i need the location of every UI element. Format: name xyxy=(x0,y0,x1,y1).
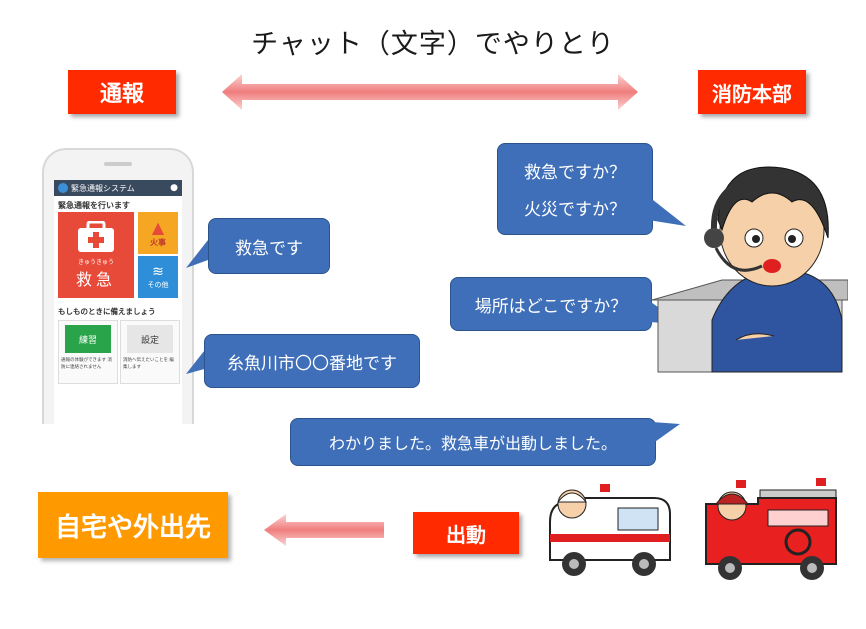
settings-button[interactable]: 設定 xyxy=(127,325,173,353)
prep-heading: もしものときに備えましょう xyxy=(58,307,156,316)
other-tile[interactable]: ≋ その他 xyxy=(138,256,178,298)
dispatcher-bubble-1: 救急ですか？ 火災ですか？ xyxy=(497,143,653,235)
ambulance-tile-label: 救急 xyxy=(75,269,116,289)
first-aid-kit-icon xyxy=(78,220,114,252)
phone-screen: 緊急通報システム ● 緊急通報を行います きゅうきゅう 救急 ▲ 火事 ≋ その… xyxy=(54,180,182,424)
practice-card[interactable]: 練習 通報の体験ができます 消防に連絡されません xyxy=(58,320,118,384)
flood-icon: ≋ xyxy=(152,264,164,280)
dispatcher-operator-illustration xyxy=(652,166,848,373)
phone-speaker xyxy=(104,162,132,166)
fire-tile-label: 火事 xyxy=(150,238,166,247)
shobo-honbu-label: 消防本部 xyxy=(698,70,806,114)
ambulance-tile[interactable]: きゅうきゅう 救急 xyxy=(58,212,134,298)
settings-label: 設定 xyxy=(140,335,159,346)
app-header: 緊急通報システム ● xyxy=(54,180,182,196)
double-arrow xyxy=(222,74,638,110)
bubble-tail xyxy=(186,240,208,268)
tsuho-label: 通報 xyxy=(68,70,176,114)
diagram-title: チャット（文字）でやりとり xyxy=(251,29,615,60)
practice-button[interactable]: 練習 xyxy=(65,325,111,353)
dispatcher-bubble-2: 場所はどこですか？ xyxy=(450,277,652,331)
shutsudo-label: 出動 xyxy=(413,512,519,554)
settings-desc: 消防へ伝えたいことを 編集します xyxy=(123,358,174,370)
fire-tile[interactable]: ▲ 火事 xyxy=(138,212,178,254)
app-logo-icon xyxy=(58,183,68,193)
ambulance-ruby: きゅうきゅう xyxy=(77,258,114,266)
dispatcher-bubble-3: わかりました。救急車が出動しました。 xyxy=(290,418,656,466)
practice-desc: 通報の体験ができます 消防に連絡されません xyxy=(61,358,112,370)
left-arrow xyxy=(264,514,384,546)
other-tile-label: その他 xyxy=(147,281,169,289)
user-icon[interactable]: ● xyxy=(170,183,178,193)
smartphone: 緊急通報システム ● 緊急通報を行います きゅうきゅう 救急 ▲ 火事 ≋ その… xyxy=(42,148,194,424)
app-prompt: 緊急通報を行います xyxy=(58,201,130,210)
practice-label: 練習 xyxy=(78,335,97,346)
bubble-tail xyxy=(652,422,680,444)
ambulance-illustration xyxy=(549,484,671,576)
dispatcher-line-1b: 火災ですか？ xyxy=(524,200,626,220)
caller-bubble-1: 救急です xyxy=(208,218,330,274)
settings-card[interactable]: 設定 消防へ伝えたいことを 編集します xyxy=(120,320,180,384)
fire-engine-illustration xyxy=(705,478,837,580)
flame-icon: ▲ xyxy=(151,218,165,237)
bubble-tail xyxy=(186,346,208,374)
destination-label: 自宅や外出先 xyxy=(38,492,228,558)
dispatcher-line-1a: 救急ですか？ xyxy=(524,163,626,183)
caller-bubble-2: 糸魚川市〇〇番地です xyxy=(204,334,420,388)
app-name: 緊急通報システム xyxy=(71,183,135,193)
bubble-tail xyxy=(648,196,686,226)
